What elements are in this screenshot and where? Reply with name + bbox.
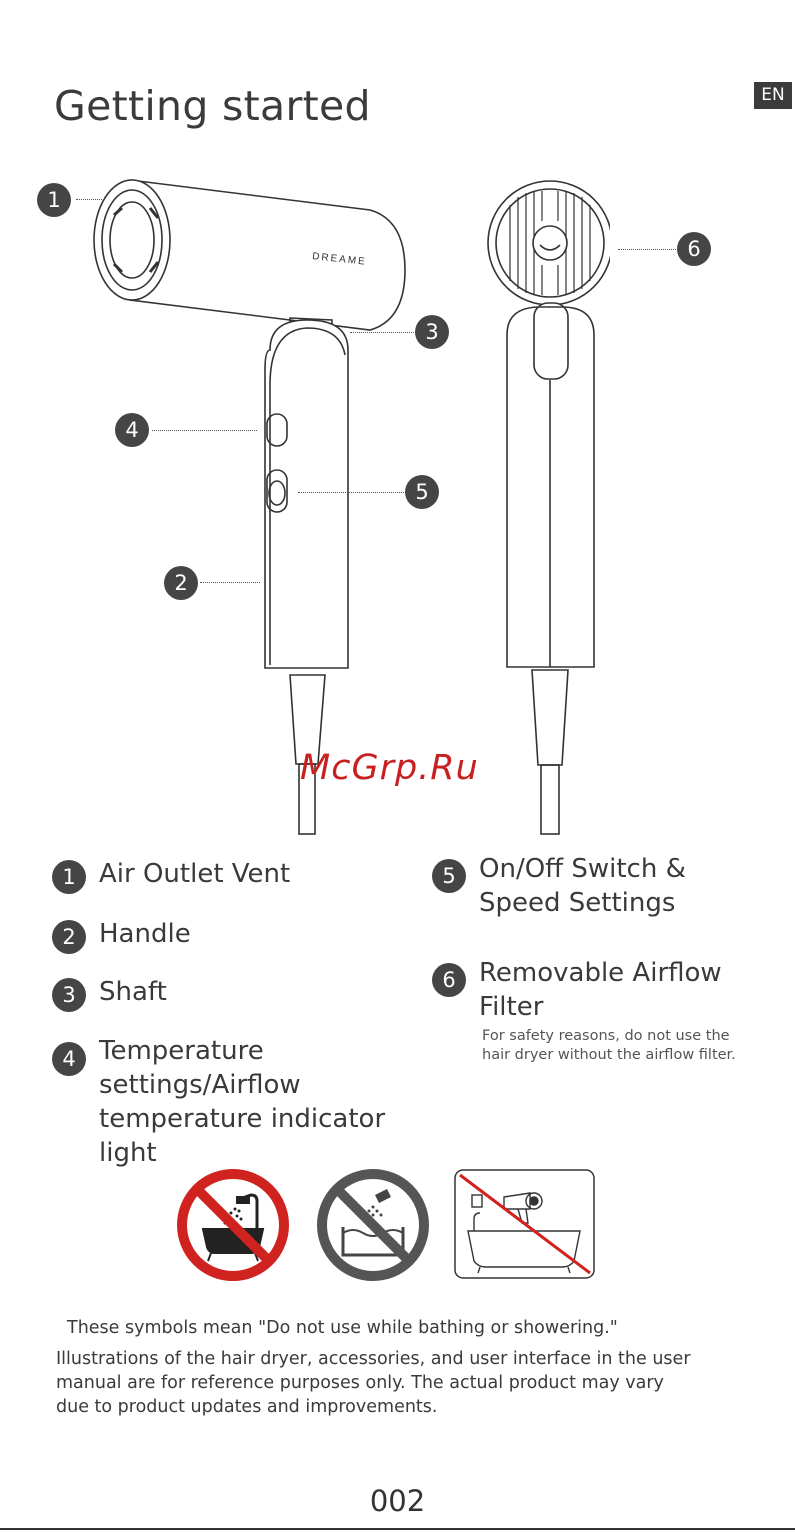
no-dryer-near-bathtub-icon (454, 1169, 595, 1279)
footer-divider (0, 1528, 795, 1530)
callout-3: 3 (415, 315, 449, 349)
legend-label-shaft: Shaft (99, 977, 167, 1007)
no-shower-gray-icon (317, 1169, 429, 1281)
language-badge: EN (754, 82, 792, 109)
callout-leader-3 (350, 332, 414, 333)
legend-number: 1 (52, 860, 86, 894)
watermark: McGrp.Ru (300, 748, 479, 788)
hair-dryer-side-illustration: DREAME (93, 179, 406, 835)
callout-leader-2 (200, 582, 260, 583)
page-number: 002 (369, 1484, 426, 1518)
legend-number: 5 (432, 859, 466, 893)
legend-label-filter: Removable Airflow Filter (479, 958, 722, 1022)
hair-dryer-back-illustration (487, 180, 610, 835)
legend-label-temperature: Temperature settings/Airflow temperature… (99, 1036, 386, 1168)
no-bath-red-icon (177, 1169, 289, 1281)
legend-label-switch: On/Off Switch & Speed Settings (479, 854, 686, 918)
callout-2: 2 (164, 566, 198, 600)
callout-6: 6 (677, 232, 711, 266)
page-title: Getting started (54, 82, 371, 130)
callout-leader-4 (152, 430, 257, 431)
callout-leader-5 (298, 492, 404, 493)
callout-1: 1 (37, 183, 71, 217)
filter-safety-note: For safety reasons, do not use the hair … (482, 1028, 736, 1063)
callout-5: 5 (405, 475, 439, 509)
legend-number: 2 (52, 920, 86, 954)
legend-number: 6 (432, 963, 466, 997)
legend-label-handle: Handle (99, 919, 191, 949)
callout-leader-6 (618, 249, 676, 250)
legend-number: 4 (52, 1042, 86, 1076)
disclaimer: Illustrations of the hair dryer, accesso… (56, 1349, 691, 1417)
symbols-caption: These symbols mean "Do not use while bat… (67, 1318, 618, 1338)
callout-leader-1 (76, 199, 104, 200)
legend-number: 3 (52, 978, 86, 1012)
callout-4: 4 (115, 413, 149, 447)
legend-label-air-outlet-vent: Air Outlet Vent (99, 859, 291, 889)
